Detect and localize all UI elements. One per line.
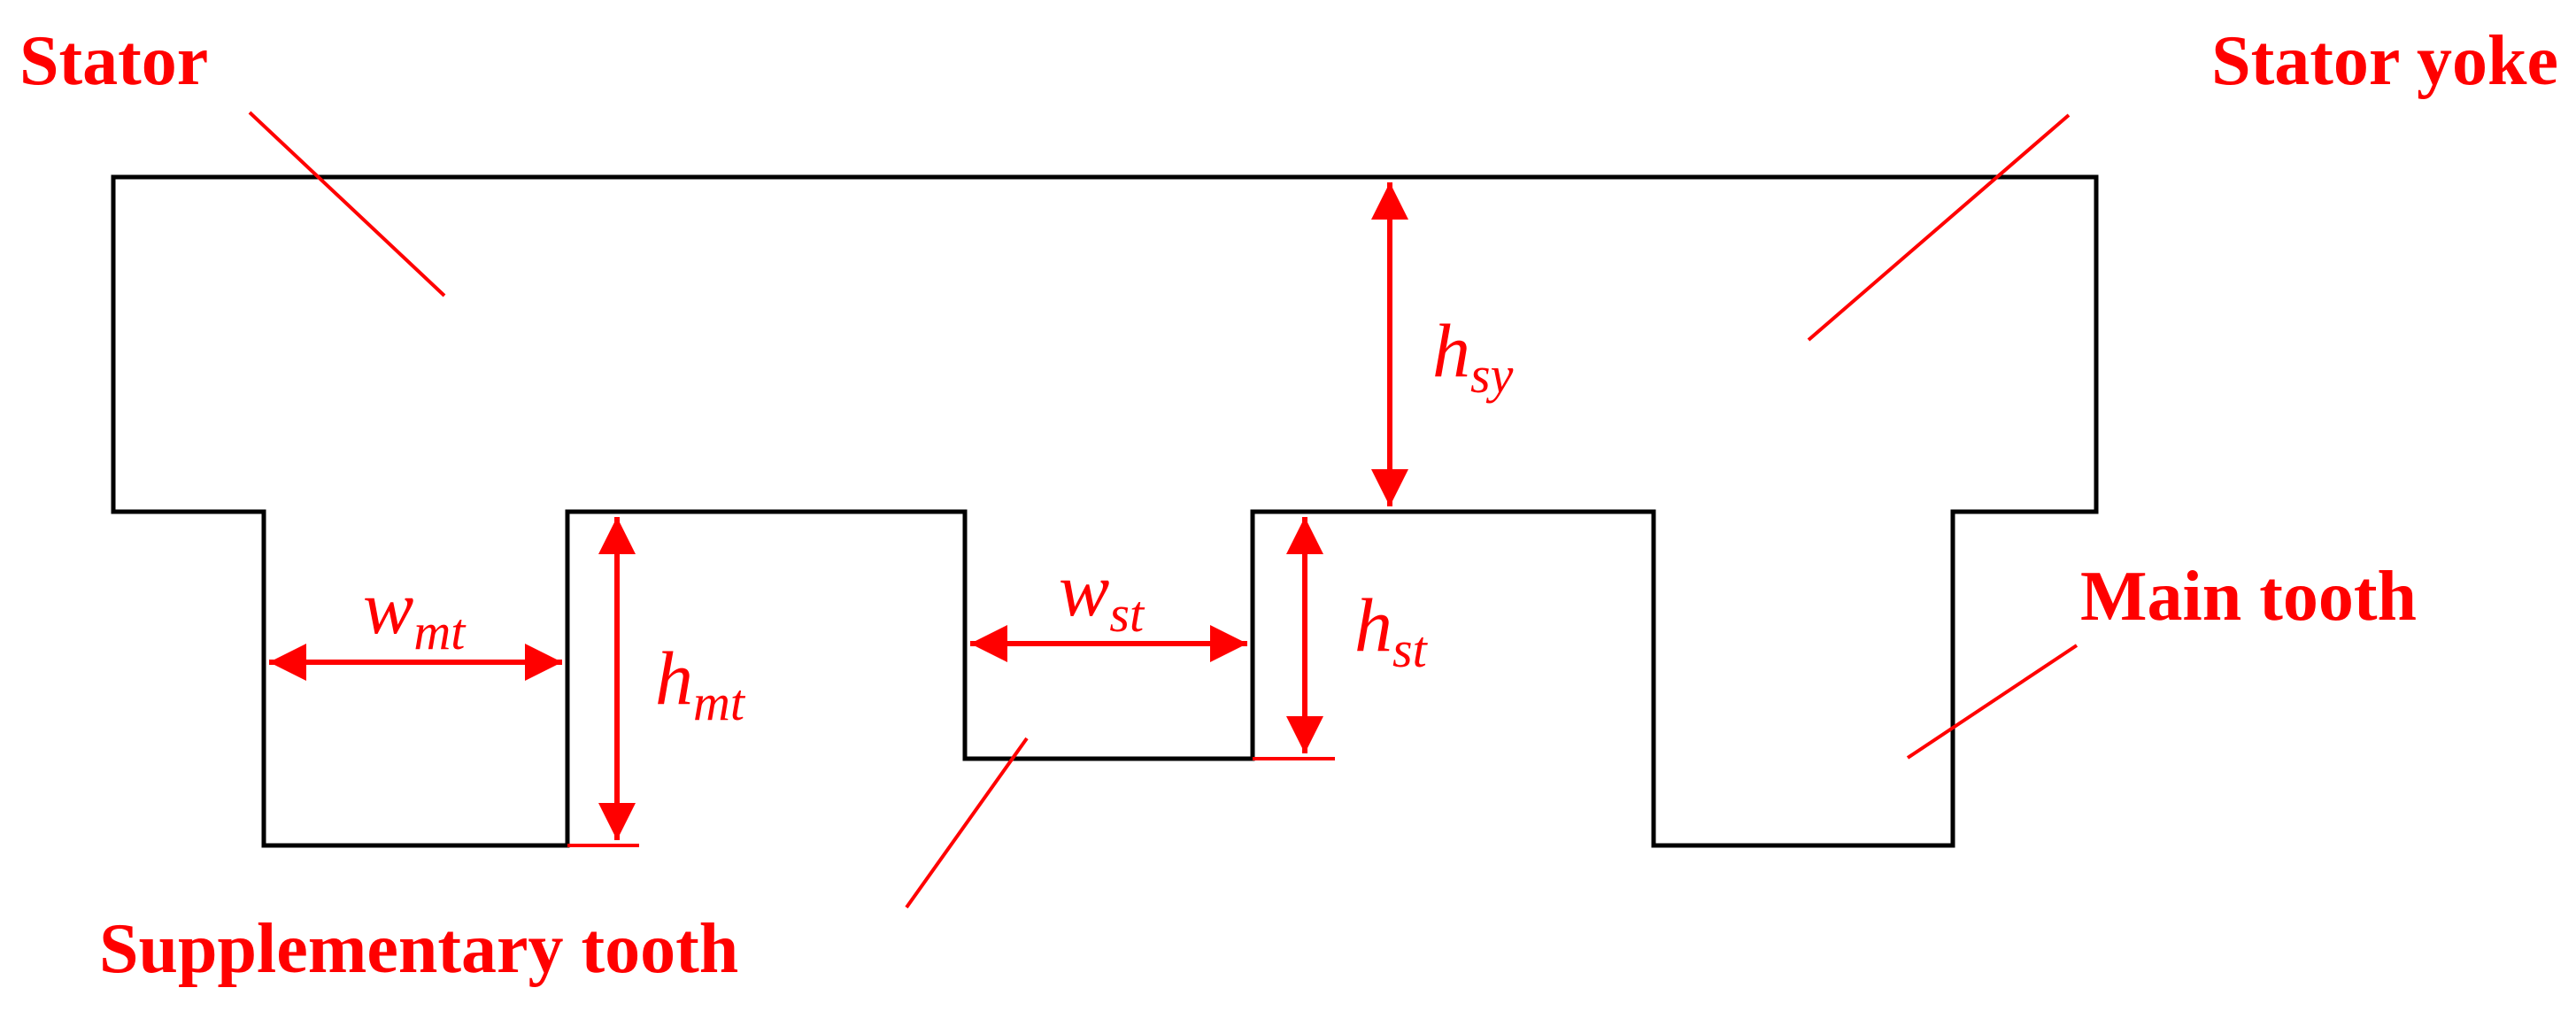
label-main-tooth: Main tooth <box>2080 558 2417 636</box>
leader-supplementary-tooth <box>905 737 1029 909</box>
label-stator-yoke: Stator yoke <box>2211 22 2558 100</box>
symbol-hst: hst <box>1354 583 1429 678</box>
symbol-wst: wst <box>1059 547 1145 643</box>
label-supplementary-tooth: Supplementary tooth <box>99 910 738 988</box>
leader-stator <box>248 111 446 297</box>
symbol-hsy: hsy <box>1432 308 1514 404</box>
leader-main-tooth <box>1906 644 2079 760</box>
symbol-wmt: wmt <box>363 565 467 660</box>
symbol-hmt: hmt <box>655 636 746 731</box>
stator-outline <box>111 174 2099 848</box>
label-stator: Stator <box>19 22 208 100</box>
leader-stator-yoke <box>1807 113 2071 342</box>
